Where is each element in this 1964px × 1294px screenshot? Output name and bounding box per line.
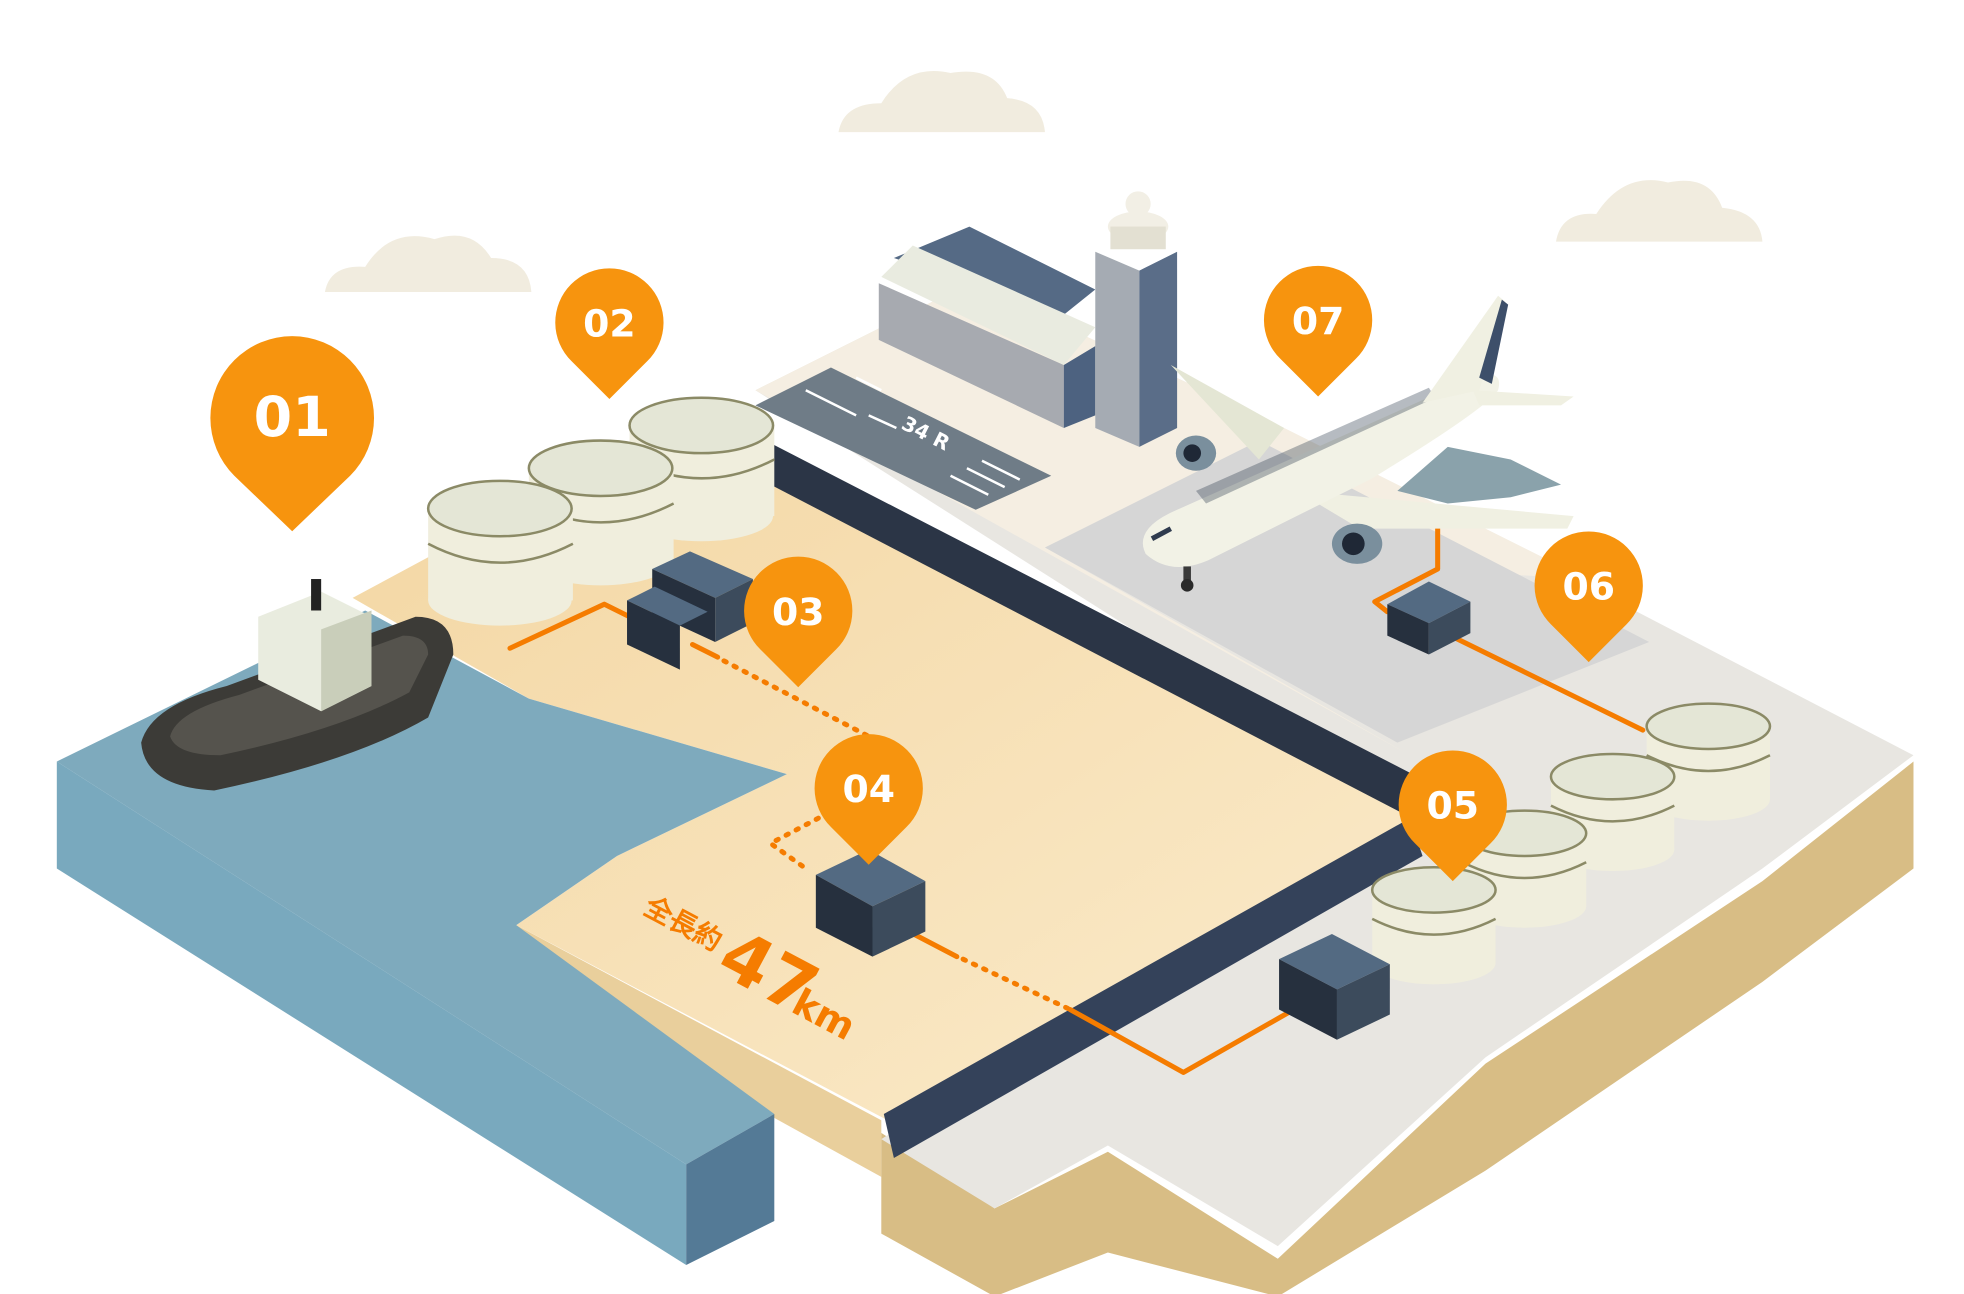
svg-text:02: 02 xyxy=(583,302,636,346)
pin-07[interactable]: 07 xyxy=(1263,265,1373,397)
fuel-tanks xyxy=(426,396,1772,985)
svg-text:06: 06 xyxy=(1562,565,1615,609)
svg-text:05: 05 xyxy=(1427,784,1480,828)
control-tower xyxy=(1095,251,1140,447)
svg-text:04: 04 xyxy=(842,767,895,811)
sea-front-face xyxy=(686,1113,775,1266)
tank xyxy=(426,479,574,626)
pin-03[interactable]: 03 xyxy=(744,556,853,688)
cloud-icon xyxy=(324,235,532,293)
svg-text:01: 01 xyxy=(254,386,331,450)
pin-04[interactable]: 04 xyxy=(814,734,923,865)
tank xyxy=(1370,866,1497,985)
ship xyxy=(141,579,454,791)
airplane xyxy=(1142,295,1574,592)
island-front-face xyxy=(881,761,1914,1294)
seawall xyxy=(883,818,1423,1159)
sea-side-face xyxy=(56,761,687,1266)
pipeline xyxy=(507,526,1646,1075)
tank xyxy=(1645,702,1772,821)
equipment-box xyxy=(1387,581,1471,655)
equipment-box xyxy=(815,849,926,957)
svg-text:03: 03 xyxy=(772,590,825,634)
cloud-icon xyxy=(1555,180,1763,242)
terminal-building xyxy=(878,191,1178,447)
pin-01[interactable]: 01 xyxy=(210,336,375,532)
pin-02[interactable]: 02 xyxy=(555,268,664,400)
runway-markings xyxy=(805,376,1021,496)
seawall xyxy=(770,443,1413,812)
equipment-box xyxy=(1279,933,1390,1040)
svg-text:07: 07 xyxy=(1292,299,1345,343)
pin-05[interactable]: 05 xyxy=(1398,750,1507,882)
pin-06[interactable]: 06 xyxy=(1534,531,1643,663)
equipment-box xyxy=(627,551,753,670)
cloud-icon xyxy=(838,70,1045,133)
island-side-face xyxy=(516,925,882,1177)
